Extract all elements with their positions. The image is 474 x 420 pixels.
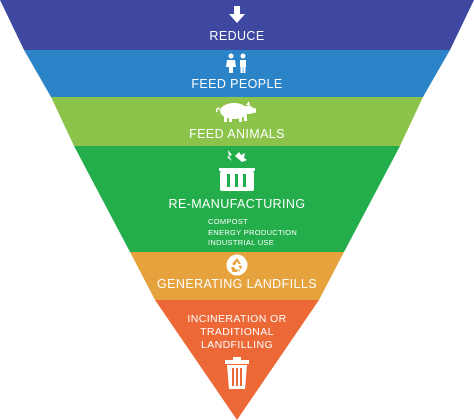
level-generating-landfills-band [130, 252, 344, 300]
level-reduce-band [0, 0, 474, 50]
sublabel-industrial-use: INDUSTRIAL USE [208, 238, 275, 247]
label-incineration: INCINERATION OR TRADITIONAL LANDFILLING [0, 313, 474, 352]
label-re-manufacturing: RE-MANUFACTURING [168, 197, 306, 211]
sublabel-energy-production: ENERGY PRODUCTION [208, 227, 298, 237]
sublabel-compost: COMPOST [208, 217, 249, 226]
trash-can-icon [225, 357, 249, 389]
down-arrow-icon [229, 6, 245, 23]
people-icon [226, 53, 246, 73]
recycle-icon [226, 254, 248, 276]
label-feed-animals: FEED ANIMALS [189, 127, 285, 141]
label-incineration-line-2: TRADITIONAL [200, 326, 274, 338]
pig-icon [216, 101, 256, 122]
level-re-manufacturing-band [74, 146, 400, 252]
label-generating-landfills: GENERATING LANDFILLS [157, 277, 317, 291]
label-incineration-line-1: INCINERATION OR [187, 313, 287, 325]
level-feed-animals-band [51, 97, 423, 146]
label-feed-people: FEED PEOPLE [191, 77, 283, 91]
label-reduce: REDUCE [209, 29, 265, 43]
re-manufacturing-sublabels: COMPOST ENERGY PRODUCTION INDUSTRIAL USE [208, 217, 297, 249]
recycle-bin-icon [219, 150, 255, 191]
label-incineration-line-3: LANDFILLING [200, 339, 274, 351]
level-feed-people-band [24, 50, 450, 97]
